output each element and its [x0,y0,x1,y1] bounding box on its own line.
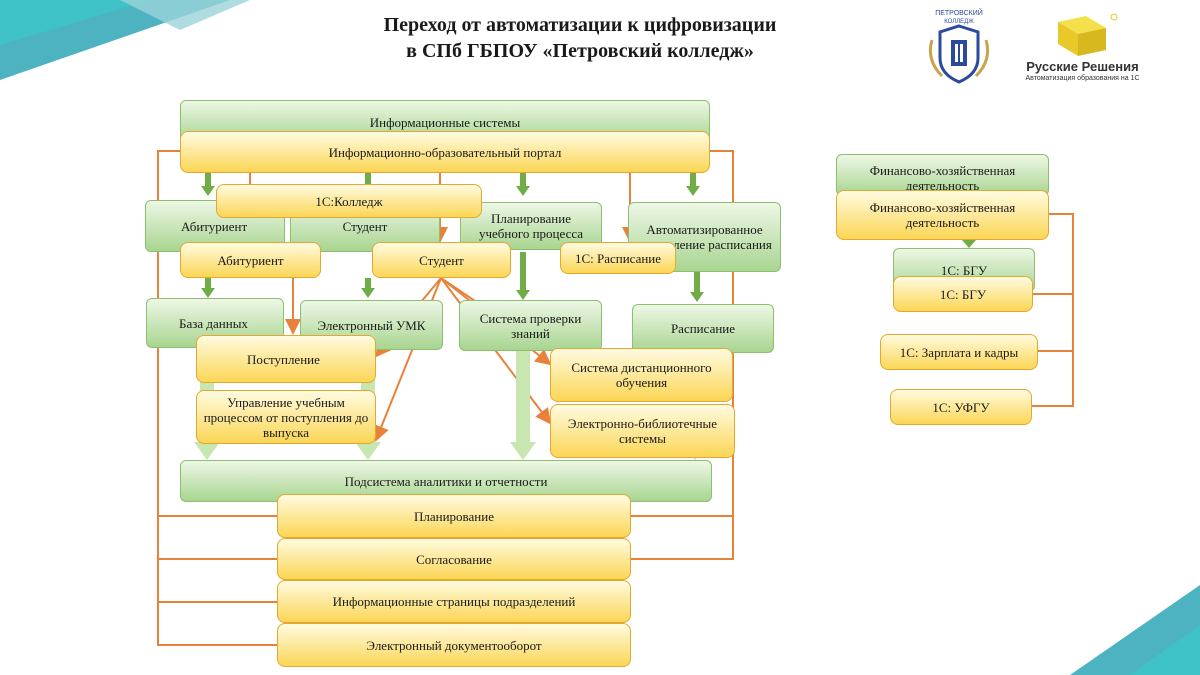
distance-learning-box: Система дистанционного обучения [550,348,733,402]
title-line-1: Переход от автоматизации к цифровизации [383,14,777,36]
process-management-box: Управление учебным процессом от поступле… [196,390,376,444]
finance-box: Финансово-хозяйственная деятельность [836,190,1049,240]
brand-cube-icon [1058,13,1118,56]
1c-ufgu-box: 1С: УФГУ [890,389,1032,425]
page-title: Переход от автоматизации к цифровизации … [300,12,860,64]
orange-frame-lines [157,150,1074,646]
college-logo: ПЕТРОВСКИЙ КОЛЛЕДЖ [920,10,998,86]
brand-name: Русские Решения [1026,59,1139,74]
corner-decoration-bottom-right [1070,585,1200,675]
college-crest-icon [928,24,990,84]
corner-decoration-top-left [0,0,250,80]
title-line-2: в СПб ГБПОУ «Петровский колледж» [406,40,754,62]
1c-college-box: 1С:Колледж [216,184,482,218]
department-pages-box: Информационные страницы подразделений [277,580,631,623]
brand-tagline: Автоматизация образования на 1С [1025,75,1140,82]
college-logo-top-text: ПЕТРОВСКИЙ [935,10,983,17]
1c-bgu-box: 1С: БГУ [893,276,1033,312]
portal-box: Информационно-образовательный портал [180,131,710,173]
test-system-box: Система проверки знаний [459,300,602,351]
admission-box: Поступление [196,335,376,383]
approval-box: Согласование [277,538,631,580]
college-logo-sub-text: КОЛЛЕДЖ [944,19,974,25]
library-systems-box: Электронно-библиотечные системы [550,404,735,458]
1c-payroll-box: 1С: Зарплата и кадры [880,334,1038,370]
1c-schedule-box: 1С: Расписание [560,242,676,274]
schedule-box: Расписание [632,304,774,353]
planning-box: Планирование [277,494,631,538]
brand-logo: Русские Решения Автоматизация образовани… [1015,12,1150,87]
student-box: Студент [372,242,511,278]
document-flow-box: Электронный документооборот [277,623,631,667]
finance-module-box: Финансово-хозяйственная деятельность [836,154,1049,196]
abiturient-box: Абитуриент [180,242,321,278]
